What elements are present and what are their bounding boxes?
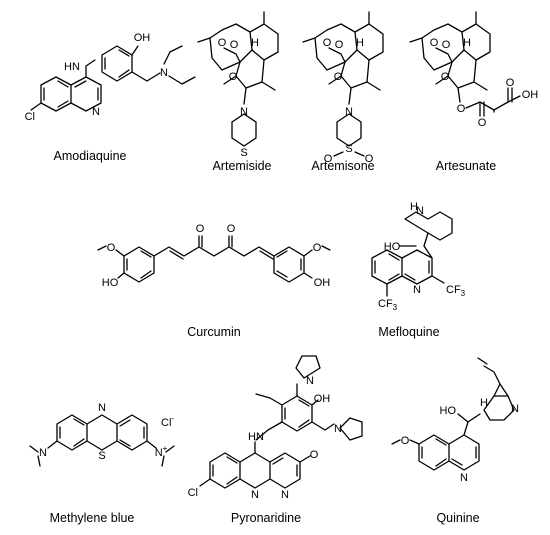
hydroxyl-atom-label: OH bbox=[314, 277, 331, 289]
hydroxyl-atom-label: HO bbox=[384, 241, 401, 253]
hydroxyl-atom-label: OH bbox=[314, 393, 331, 405]
compound-name-methylene-blue: Methylene blue bbox=[50, 511, 135, 525]
compound-name-artemiside: Artemiside bbox=[212, 159, 271, 173]
cf3-label: CF3 bbox=[446, 284, 466, 298]
oxygen-atom-label: O bbox=[227, 223, 236, 235]
compound-name-quinine: Quinine bbox=[436, 511, 479, 525]
nitrogen-atom-label: N bbox=[92, 106, 100, 118]
structure-artesunate bbox=[409, 11, 521, 117]
oxygen-atom-label: O bbox=[229, 71, 238, 83]
hydroxyl-atom-label: OH bbox=[134, 32, 151, 44]
hydroxyl-atom-label: HO bbox=[102, 277, 119, 289]
structure-curcumin bbox=[97, 235, 331, 283]
structure-artemiside bbox=[197, 11, 279, 147]
oxygen-atom-label: O bbox=[324, 153, 333, 165]
structure-amodiaquine bbox=[30, 45, 196, 112]
oxygen-atom-label: O bbox=[442, 39, 451, 51]
sulfur-atom-label: S bbox=[345, 143, 352, 155]
chloride-label: Cl- bbox=[161, 414, 174, 429]
nitrogen-atom-label: N bbox=[511, 403, 519, 415]
nitrogen-atom-label: N bbox=[345, 106, 353, 118]
nitrogen-atom-label: N bbox=[98, 402, 106, 414]
structure-pyronaridine bbox=[199, 355, 363, 489]
nitrogen-cation-label: N+ bbox=[155, 444, 168, 459]
oxygen-atom-label: O bbox=[478, 117, 487, 129]
hydrogen-atom-label: H bbox=[356, 37, 364, 49]
nitrogen-atom-label: N bbox=[460, 472, 468, 484]
compound-name-artesunate: Artesunate bbox=[436, 159, 497, 173]
oxygen-atom-label: O bbox=[441, 71, 450, 83]
oxygen-atom-label: O bbox=[107, 242, 116, 254]
structure-methylene-blue bbox=[29, 414, 175, 467]
nitrogen-atom-label: N bbox=[306, 375, 314, 387]
nitrogen-atom-label: N bbox=[240, 106, 248, 118]
oxygen-atom-label: O bbox=[335, 39, 344, 51]
oxygen-atom-label: O bbox=[196, 223, 205, 235]
nitrogen-atom-label: N bbox=[39, 447, 47, 459]
structure-quinine bbox=[391, 357, 515, 471]
oxygen-atom-label: O bbox=[218, 37, 227, 49]
hydrogen-atom-label: H bbox=[251, 37, 259, 49]
oxygen-atom-label: O bbox=[313, 242, 322, 254]
compound-name-artemisone: Artemisone bbox=[311, 159, 374, 173]
oxygen-atom-label: O bbox=[506, 77, 515, 89]
hydrogen-atom-label: H bbox=[410, 201, 418, 213]
nitrogen-atom-label: N bbox=[160, 67, 168, 79]
chlorine-atom-label: Cl bbox=[188, 487, 198, 499]
oxygen-atom-label: O bbox=[323, 37, 332, 49]
nh-atom-label: HN bbox=[248, 431, 264, 443]
oxygen-atom-label: O bbox=[310, 449, 319, 461]
nitrogen-atom-label: N bbox=[281, 489, 289, 501]
sulfur-atom-label: S bbox=[240, 147, 247, 159]
compound-name-mefloquine: Mefloquine bbox=[378, 325, 439, 339]
cf3-label: CF3 bbox=[378, 298, 398, 312]
hydrogen-atom-label: H bbox=[463, 37, 471, 49]
oxygen-atom-label: O bbox=[457, 103, 466, 115]
compound-name-pyronaridine: Pyronaridine bbox=[231, 511, 301, 525]
nitrogen-atom-label: N bbox=[413, 284, 421, 296]
oxygen-atom-label: O bbox=[401, 435, 410, 447]
hydrogen-atom-label: H bbox=[480, 397, 488, 409]
hydroxyl-atom-label: HO bbox=[440, 405, 457, 417]
nitrogen-atom-label: N bbox=[334, 423, 342, 435]
compound-name-amodiaquine: Amodiaquine bbox=[54, 149, 127, 163]
oxygen-atom-label: O bbox=[334, 71, 343, 83]
compound-name-curcumin: Curcumin bbox=[187, 325, 241, 339]
oxygen-atom-label: O bbox=[365, 153, 374, 165]
structure-artemisone bbox=[302, 11, 384, 157]
nitrogen-atom-label: N bbox=[251, 489, 259, 501]
nh-atom-label: HN bbox=[64, 61, 80, 73]
nitrogen-atom-label: N bbox=[416, 205, 424, 217]
oxygen-atom-label: O bbox=[230, 39, 239, 51]
oxygen-atom-label: O bbox=[430, 37, 439, 49]
structure-mefloquine bbox=[371, 211, 453, 297]
chlorine-atom-label: Cl bbox=[25, 111, 35, 123]
sulfur-atom-label: S bbox=[98, 450, 105, 462]
hydroxyl-atom-label: OH bbox=[522, 89, 539, 101]
